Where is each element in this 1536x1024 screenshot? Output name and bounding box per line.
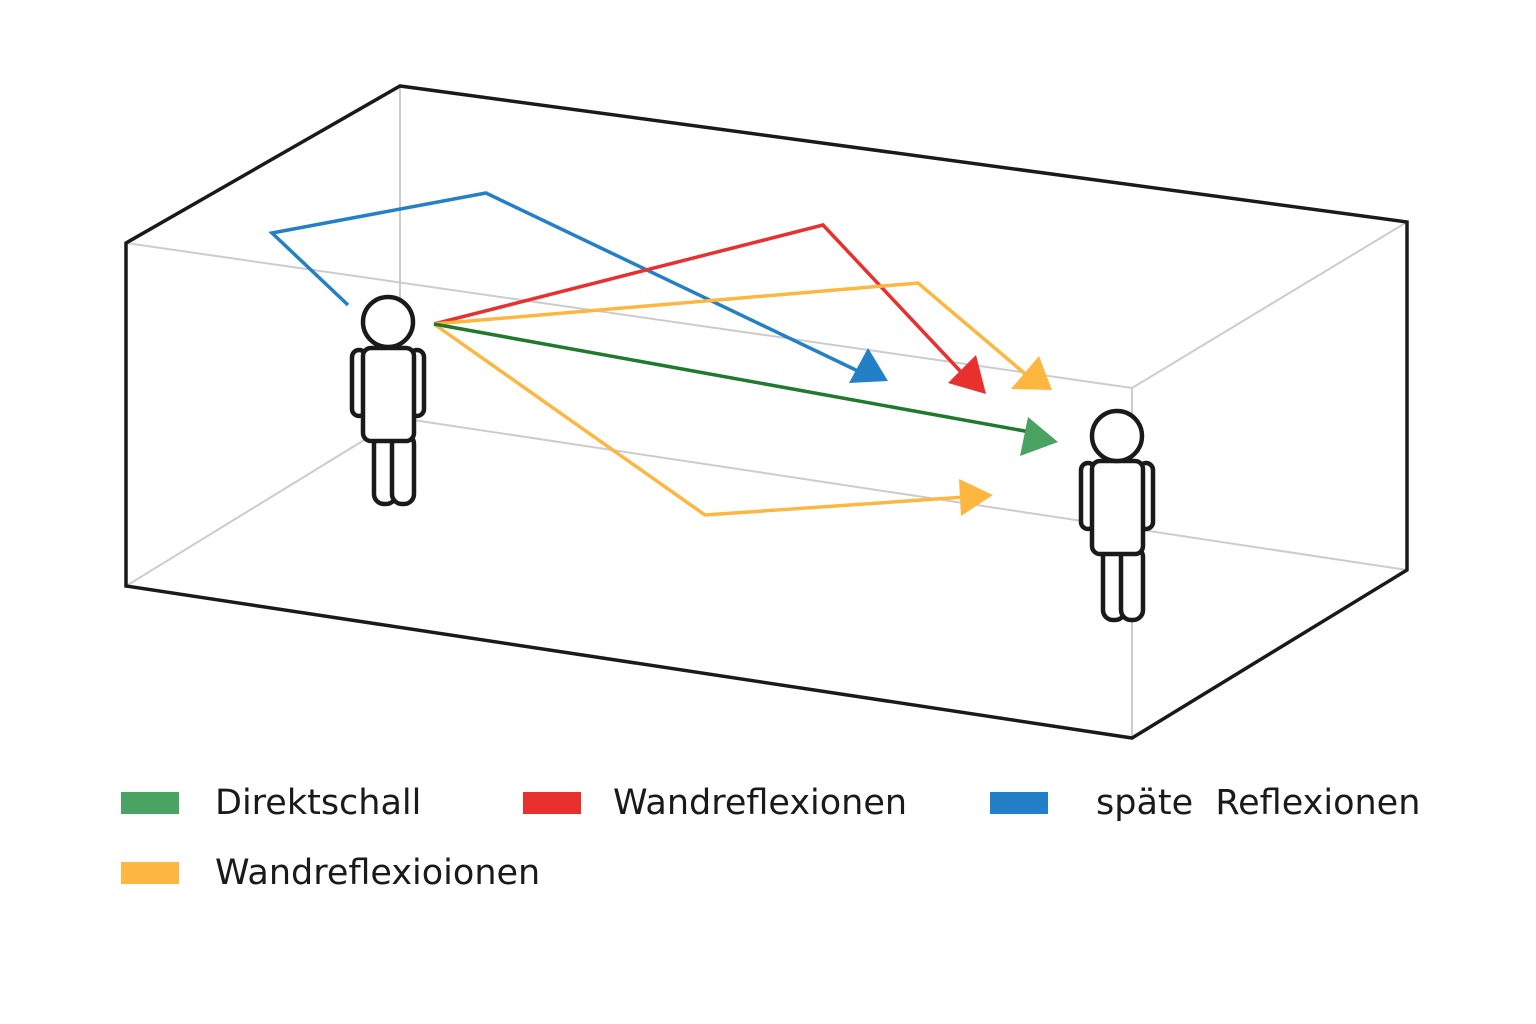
legend-swatch (523, 792, 581, 814)
legend-item-direktschall: Direktschall (121, 783, 421, 823)
legend-label: späte Reflexionen (1096, 783, 1421, 823)
wall-reflection-yellow-lower-path (432, 322, 966, 517)
legend-label: Wandreflexioionen (215, 853, 541, 893)
room-diagram (124, 84, 1409, 740)
direct-sound-path (433, 322, 1031, 434)
person-icon (1078, 408, 1156, 623)
wall-yellow-lower-arrow-head (959, 479, 993, 516)
sound-paths (268, 191, 1032, 517)
legend-item-wandreflexioionen: Wandreflexioionen (121, 853, 540, 893)
person-icon (349, 294, 427, 507)
late-reflection-path (268, 191, 861, 374)
legend-item-spaete-reflexionen: späte Reflexionen (990, 783, 1420, 823)
legend-swatch (121, 862, 179, 884)
arrow-heads (849, 348, 1058, 516)
wall-yellow-upper-arrow-head (1011, 356, 1052, 390)
legend-swatch (990, 792, 1048, 814)
direct-arrow-head (1020, 417, 1058, 456)
wall-reflection-red-path (433, 223, 964, 375)
legend-swatch (121, 792, 179, 814)
late-arrow-head (849, 348, 888, 383)
legend-item-wandreflexionen: Wandreflexionen (523, 783, 907, 823)
legend-label: Wandreflexionen (613, 783, 908, 823)
wall-red-arrow-head (948, 355, 986, 394)
room-inner-edges (125, 86, 1408, 738)
room-outline (124, 84, 1409, 740)
legend-label: Direktschall (215, 783, 422, 823)
wall-reflection-yellow-upper-path (433, 281, 1032, 380)
